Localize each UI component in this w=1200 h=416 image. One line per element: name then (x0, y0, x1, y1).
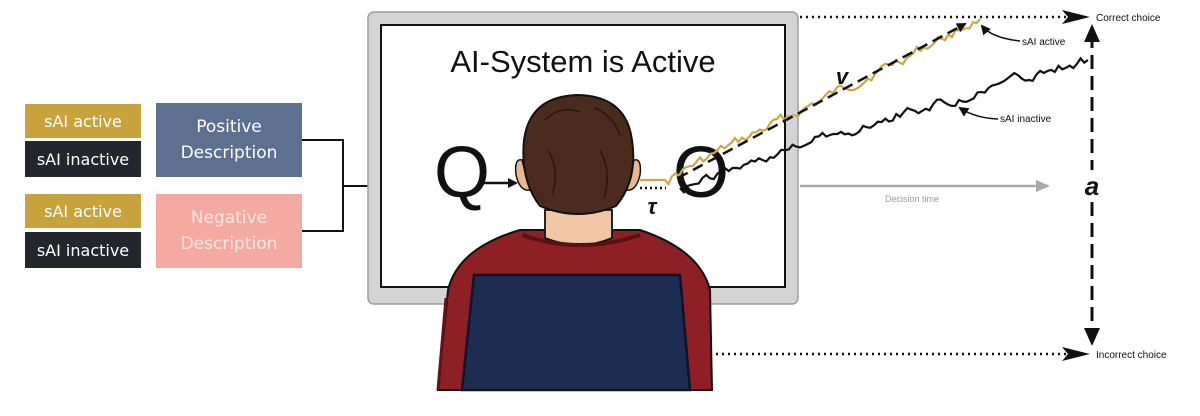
screen-title: AI-System is Active (450, 44, 715, 79)
inactive-trace-pointer (958, 106, 999, 120)
correct-boundary-arrowhead (1062, 10, 1090, 24)
drift-rate-arrow (677, 22, 967, 180)
decision-time-label: Decision time (885, 194, 939, 204)
participant-figure (436, 93, 714, 392)
active-trace-pointer (980, 24, 1021, 42)
positive-sai-active-box: sAI active (25, 104, 141, 138)
decision-boundaries (710, 10, 1090, 361)
incorrect-boundary-arrowhead (1062, 347, 1090, 361)
positive-sai-inactive-box: sAI inactive (25, 141, 141, 177)
incorrect-choice-label: Incorrect choice (1096, 350, 1167, 361)
tau-label: τ (648, 194, 658, 219)
correct-choice-label: Correct choice (1096, 13, 1161, 24)
active-trace-label: sAI active (1022, 37, 1066, 48)
negative-description-box: Negative Description (156, 194, 302, 268)
negative-sai-active-box: sAI active (25, 194, 141, 228)
positive-description-box: Positive Description (156, 103, 302, 177)
inactive-evidence-trace (679, 56, 1089, 195)
question-letter: Q (434, 133, 490, 213)
boundary-label: a (1085, 171, 1099, 201)
inactive-trace-label: sAI inactive (1000, 114, 1052, 125)
negative-sai-inactive-box: sAI inactive (25, 232, 141, 268)
drift-rate-label: v (836, 64, 850, 89)
